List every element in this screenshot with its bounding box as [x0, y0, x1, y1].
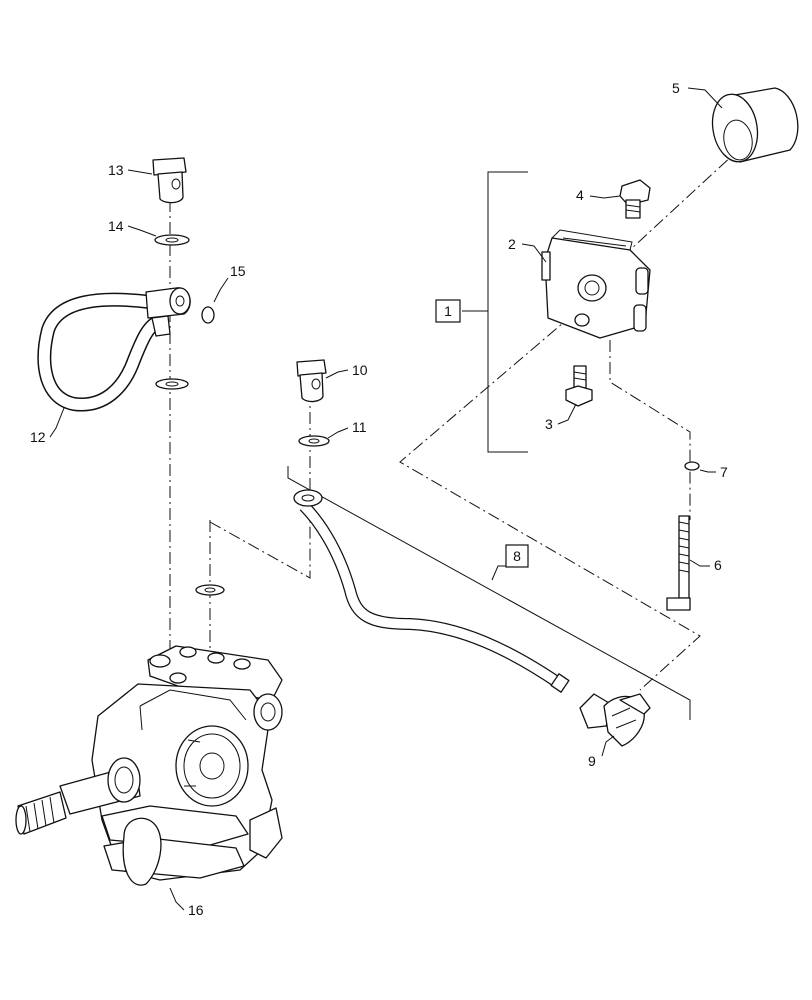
tube-8 — [293, 489, 570, 693]
screw-3 — [565, 365, 593, 407]
washer-7 — [684, 461, 700, 471]
washer-11 — [298, 435, 330, 447]
callout-11: 11 — [352, 419, 367, 435]
centerline-bolt — [609, 340, 691, 520]
washer-pump — [195, 584, 225, 596]
leader-15 — [213, 277, 229, 303]
leader-3 — [557, 403, 577, 425]
washer-14 — [154, 234, 190, 246]
assembly-bracket — [487, 171, 528, 453]
leader-11 — [327, 427, 349, 439]
screw-4 — [619, 179, 651, 219]
leader-10 — [325, 369, 349, 379]
bolt-6 — [666, 515, 691, 611]
leader-6 — [689, 559, 710, 567]
tube-bracket — [287, 466, 691, 720]
leader-4 — [589, 195, 621, 199]
centerline-tube-link — [209, 495, 311, 579]
leader-5 — [687, 87, 723, 109]
callout-16: 16 — [188, 902, 204, 918]
washer-lower-left — [155, 378, 189, 390]
leader-12 — [49, 407, 65, 438]
callout-9: 9 — [588, 753, 596, 769]
leader-2 — [521, 243, 547, 263]
banjo-bolt-13 — [152, 157, 187, 204]
banjo-bolt-10 — [296, 359, 327, 403]
hose-12 — [37, 287, 191, 412]
leader-14 — [127, 225, 157, 237]
callout-7: 7 — [720, 464, 728, 480]
callout-1: 1 — [444, 303, 452, 319]
callout-10: 10 — [352, 362, 368, 378]
elbow-fitting-9 — [579, 693, 651, 747]
callout-4: 4 — [576, 187, 584, 203]
callout-box-1 — [435, 299, 461, 323]
callout-6: 6 — [714, 557, 722, 573]
callout-5: 5 — [672, 80, 680, 96]
callout-14: 14 — [108, 218, 124, 234]
callout-15: 15 — [230, 263, 246, 279]
valve-block — [541, 229, 651, 339]
pump-16 — [15, 645, 283, 886]
callout-2: 2 — [508, 236, 516, 252]
callout-12: 12 — [30, 429, 46, 445]
leader-16 — [169, 887, 185, 911]
tube-bracket-leader — [491, 565, 516, 581]
leader-13 — [127, 169, 153, 175]
leader-7 — [699, 469, 716, 473]
leader-9 — [601, 735, 615, 757]
callout-8: 8 — [513, 548, 521, 564]
o-ring-15 — [201, 306, 215, 324]
centerline-valve-tube — [399, 299, 701, 691]
callout-box-8 — [505, 544, 529, 568]
cap-plug — [711, 87, 799, 163]
callout-13: 13 — [108, 162, 124, 178]
callout-3: 3 — [545, 416, 553, 432]
